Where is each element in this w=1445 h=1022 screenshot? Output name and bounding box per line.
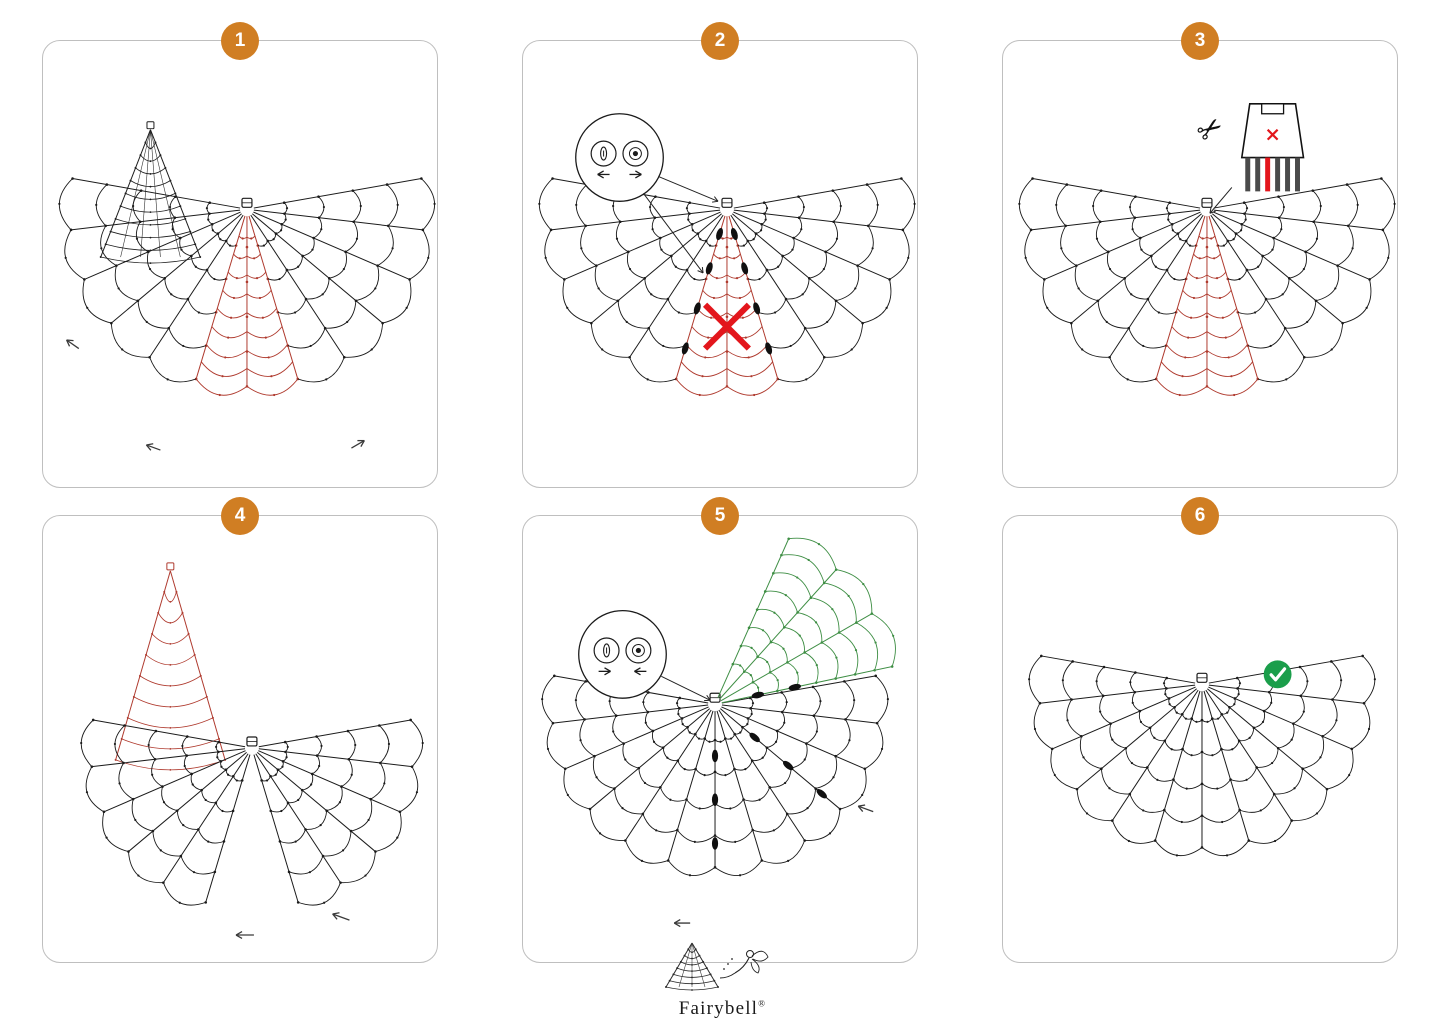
cable-connector (693, 302, 701, 315)
light-strand (1255, 157, 1261, 192)
light-net-fan (541, 674, 889, 877)
direction-arrow (66, 339, 80, 350)
light-strand (1295, 157, 1300, 192)
step-panel-3: 3 ✂ (1002, 22, 1398, 488)
forbidden-cross-icon (1266, 128, 1279, 141)
step-badge-4: 4 (221, 497, 259, 535)
brand-name-text: Fairybell (678, 998, 759, 1019)
cable-connector (716, 227, 724, 241)
step-4-illustration (80, 562, 424, 940)
step-panel-6: 6 (1002, 497, 1398, 963)
cable-connector (751, 691, 765, 699)
red-light-strand (1265, 157, 1271, 192)
pointer-arrow (642, 193, 704, 274)
connector-detail-magnifier (578, 610, 667, 699)
step-panel-2: 2 (522, 22, 918, 488)
step-2-illustration (538, 113, 916, 397)
cable-connector (711, 793, 719, 806)
light-net-fan (58, 177, 436, 397)
fairybell-logo (664, 942, 769, 991)
direction-arrow (235, 930, 254, 940)
cable-connector (753, 302, 761, 315)
cable-connector (741, 262, 749, 275)
direction-arrow (629, 170, 642, 179)
direction-arrow (332, 912, 350, 921)
step-badge-5: 5 (701, 497, 739, 535)
step-5-illustration (541, 537, 896, 928)
step-badge-2: 2 (701, 22, 739, 60)
brand-name: Fairybell® (658, 998, 788, 1020)
cable-connector (730, 227, 738, 241)
step-badge-1: 1 (221, 22, 259, 60)
step-1-illustration (58, 121, 436, 451)
bag-handle (1261, 103, 1285, 115)
cable-connector (765, 342, 773, 355)
check-icon (1263, 660, 1292, 689)
direction-arrow (598, 667, 611, 676)
step-panel-1: 1 (42, 22, 438, 488)
removed-section-tree (114, 562, 227, 771)
direction-arrow (634, 667, 647, 676)
steps-grid: 1 2 3 ✂ 4 5 6 (42, 22, 1398, 963)
logo-tree (664, 942, 719, 991)
light-net-fan (1028, 654, 1376, 857)
direction-arrow (673, 919, 691, 928)
step-panel-4: 4 (42, 497, 438, 963)
cable-connector (788, 683, 801, 691)
direction-arrow (351, 439, 365, 449)
step-3-illustration: ✂ (1018, 103, 1396, 397)
cable-connector (749, 732, 760, 743)
pointer-arrow (661, 675, 711, 702)
light-net-fan-with-gap (80, 718, 424, 906)
forbidden-cross-icon (702, 302, 751, 351)
cable-connector (705, 262, 713, 275)
light-net-fan (1018, 177, 1396, 397)
step-badge-3: 3 (1181, 22, 1219, 60)
cable-connector (782, 760, 794, 771)
cut-section-bag-icon: ✂ (1190, 103, 1305, 192)
direction-arrow (597, 170, 610, 179)
cable-connector (711, 837, 719, 850)
flagpole-tree-sketch (99, 121, 202, 264)
light-strand (1245, 157, 1251, 192)
pointer-arrow (658, 175, 719, 203)
scissors-icon: ✂ (1190, 108, 1231, 151)
cable-connector (711, 749, 719, 763)
direction-arrow (857, 804, 874, 813)
light-net-fan (538, 177, 916, 397)
step-6-illustration (1028, 654, 1376, 857)
step-badge-6: 6 (1181, 497, 1219, 535)
new-section-green (717, 537, 896, 704)
registered-mark: ® (758, 998, 767, 1009)
cable-connector (816, 789, 827, 799)
direction-arrow (145, 443, 161, 451)
light-strand (1275, 157, 1281, 192)
step-panel-5: 5 (522, 497, 918, 963)
pointer-arrow (1209, 187, 1233, 214)
connector-detail-magnifier (575, 113, 664, 202)
light-strand (1285, 157, 1291, 192)
logo-fairy (719, 950, 769, 979)
cable-connector (681, 342, 689, 355)
brand-footer: Fairybell® (658, 940, 788, 1020)
